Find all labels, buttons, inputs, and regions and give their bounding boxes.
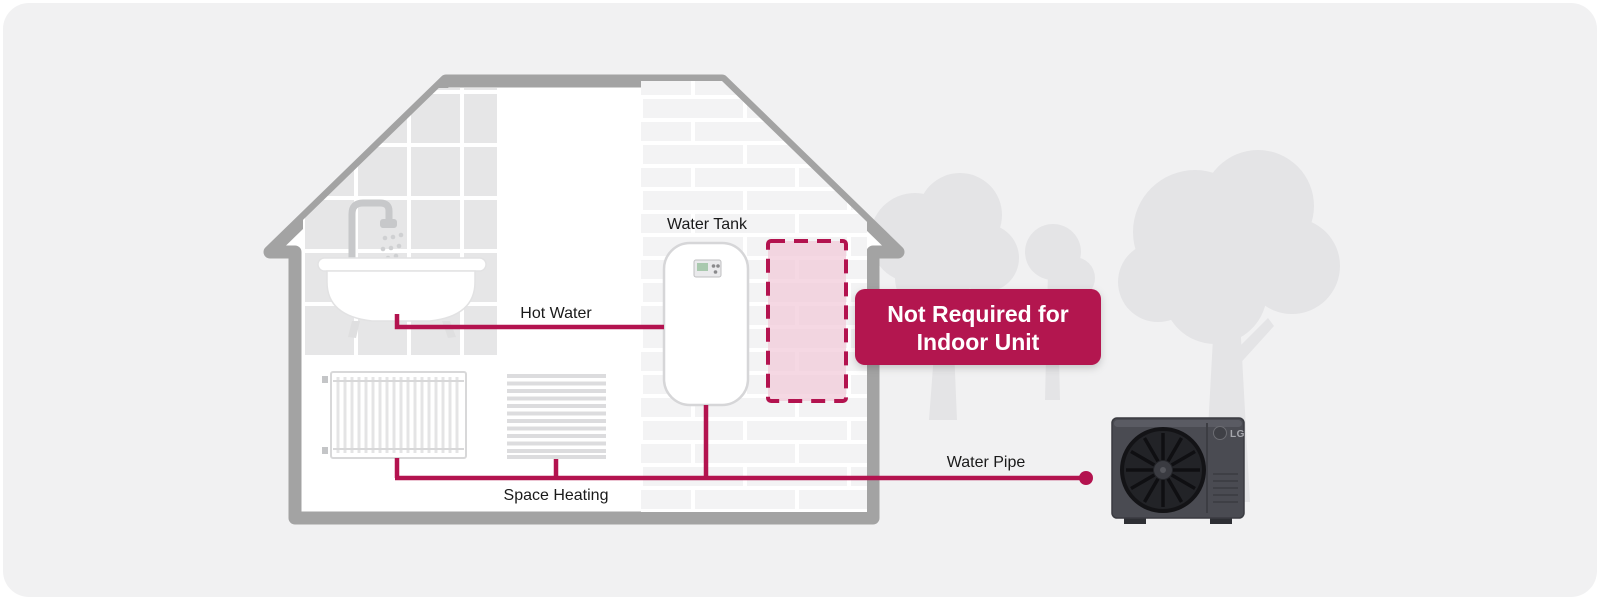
water-pipe-label: Water Pipe xyxy=(947,454,1026,471)
not-required-highlight-box xyxy=(766,239,848,403)
tank-display-screen xyxy=(697,263,708,271)
shower-spray-icon xyxy=(380,232,404,261)
radiator-icon xyxy=(505,371,608,459)
space-heating-label: Space Heating xyxy=(504,487,609,504)
badge-text-line2: Indoor Unit xyxy=(917,329,1040,355)
shower-head-icon xyxy=(380,219,397,228)
tree-icon xyxy=(870,173,1019,420)
outdoor-unit-foot xyxy=(1210,516,1232,524)
pipe-end-dot xyxy=(1079,471,1093,485)
outdoor-unit-foot xyxy=(1124,516,1146,524)
vent-grill xyxy=(1213,473,1238,503)
lg-logo-text: LG xyxy=(1230,429,1245,440)
not-required-badge: Not Required for Indoor Unit xyxy=(855,289,1101,365)
water-tank xyxy=(662,241,750,407)
hot-water-pipe xyxy=(394,314,664,330)
bathtub-leg xyxy=(348,321,360,338)
space-heating-pipes xyxy=(394,405,709,478)
badge-background xyxy=(855,289,1101,365)
radiator-valve xyxy=(322,447,328,454)
fan-icon xyxy=(1120,427,1206,513)
faucet-icon xyxy=(348,199,393,262)
bathtub-icon xyxy=(317,199,487,338)
badge-text-line1: Not Required for xyxy=(887,301,1068,327)
radiator-valve xyxy=(322,376,328,383)
piping xyxy=(394,314,1093,485)
outdoor-unit: LG xyxy=(1111,417,1245,524)
bathtub-rim xyxy=(317,257,487,272)
lg-logo: LG xyxy=(1213,426,1245,440)
bathtub-body xyxy=(326,270,476,322)
hot-water-label: Hot Water xyxy=(520,305,592,322)
water-tank-label: Water Tank xyxy=(667,216,748,233)
radiator-icon xyxy=(322,371,467,459)
